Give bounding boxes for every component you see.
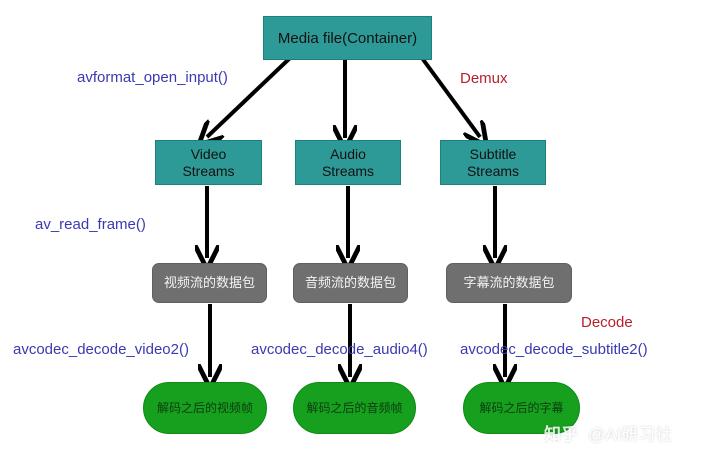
decoded-subtitle-box: 解码之后的字幕 <box>463 382 580 434</box>
decode-label: Decode <box>581 314 633 331</box>
subtitle-streams-line1: Subtitle <box>469 145 517 162</box>
audio-packets-box: 音频流的数据包 <box>293 263 408 303</box>
media-file-container-box: Media file(Container) <box>263 16 432 60</box>
video-streams-line2: Streams <box>182 162 235 179</box>
subtitle-packets-box: 字幕流的数据包 <box>446 263 572 303</box>
arrow-container-to-video <box>207 56 292 137</box>
video-packets-label: 视频流的数据包 <box>163 275 255 291</box>
avcodec-decode-subtitle2-label: avcodec_decode_subtitle2() <box>460 341 648 358</box>
audio-streams-line1: Audio <box>330 145 366 162</box>
video-packets-box: 视频流的数据包 <box>152 263 267 303</box>
video-streams-line1: Video <box>190 145 227 162</box>
zhihu-watermark: 知乎 @AI研习社 <box>544 420 672 445</box>
subtitle-streams-line2: Streams <box>466 162 520 179</box>
subtitle-streams-box: Subtitle Streams <box>440 140 546 185</box>
demux-label: Demux <box>460 70 508 87</box>
audio-streams-box: Audio Streams <box>295 140 401 185</box>
media-file-label: Media file(Container) <box>277 29 418 47</box>
decoded-video-frames-box: 解码之后的视频帧 <box>143 382 267 434</box>
watermark-handle: @AI研习社 <box>588 425 673 444</box>
avformat-open-input-label: avformat_open_input() <box>77 69 228 86</box>
decoded-video-frames-label: 解码之后的视频帧 <box>156 400 253 415</box>
av-read-frame-label: av_read_frame() <box>35 216 146 233</box>
decoded-subtitle-label: 解码之后的字幕 <box>479 400 564 415</box>
decoded-audio-frames-label: 解码之后的音频帧 <box>306 400 403 415</box>
zhihu-logo: 知乎 <box>544 425 578 444</box>
audio-streams-line2: Streams <box>321 162 375 179</box>
avcodec-decode-audio4-label: avcodec_decode_audio4() <box>251 341 428 358</box>
subtitle-packets-label: 字幕流的数据包 <box>463 275 555 291</box>
video-streams-box: Video Streams <box>155 140 262 185</box>
avcodec-decode-video2-label: avcodec_decode_video2() <box>13 341 189 358</box>
audio-packets-label: 音频流的数据包 <box>304 275 396 291</box>
decoded-audio-frames-box: 解码之后的音频帧 <box>293 382 416 434</box>
arrow-container-to-subtitle <box>420 56 480 137</box>
